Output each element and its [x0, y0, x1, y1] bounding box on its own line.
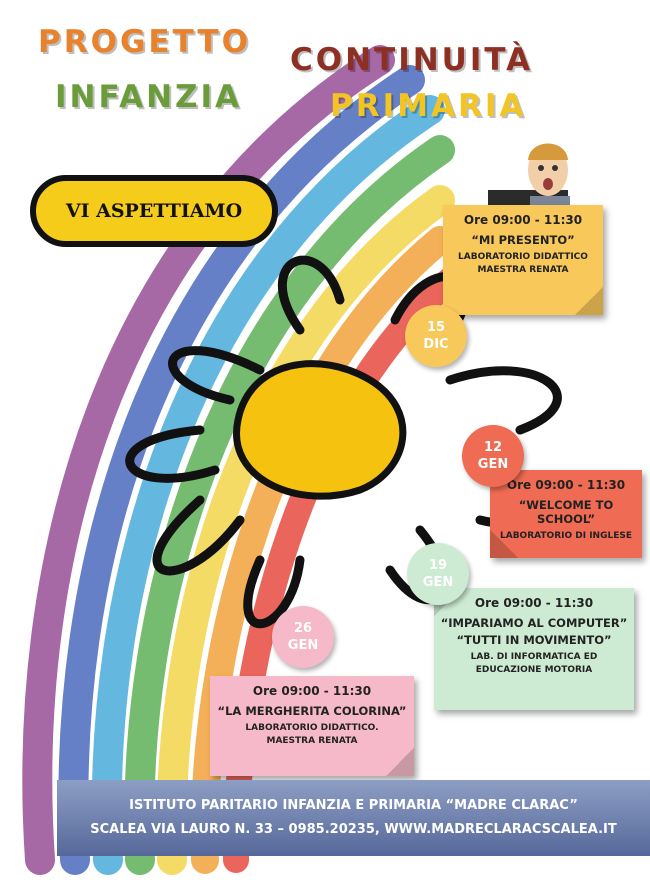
event-note-impariamo-al-computer: Ore 09:00 - 11:30 “IMPARIAMO AL COMPUTER… — [434, 588, 634, 710]
footer-address-contacts: SCALEA VIA LAURO N. 33 – 0985.20235, WWW… — [90, 822, 617, 837]
event-time: Ore 09:00 - 11:30 — [474, 596, 594, 610]
date-month: GEN — [422, 575, 454, 590]
title-progetto: PROGETTO — [38, 24, 251, 60]
event-time: Ore 09:00 - 11:30 — [463, 213, 583, 227]
event-title: “LA MERGHERITA COLORINA” — [217, 704, 407, 718]
date-badge-15-dic: 15 DIC — [405, 305, 467, 367]
flower-center — [233, 360, 407, 500]
date-day: 15 — [426, 320, 446, 335]
date-badge-19-gen: 19 GEN — [407, 543, 469, 605]
event-subtitle: LABORATORIO DIDATTICO. — [245, 723, 379, 733]
event-subtitle: LABORATORIO DIDATTICO — [458, 252, 588, 262]
event-title-2: “TUTTI IN MOVIMENTO” — [456, 633, 612, 647]
event-note-welcome-to-school: Ore 09:00 - 11:30 “WELCOME TO SCHOOL” LA… — [490, 470, 642, 558]
event-subtitle: LABORATORIO DI INGLESE — [500, 531, 632, 541]
event-note-margherita-colorina: Ore 09:00 - 11:30 “LA MERGHERITA COLORIN… — [210, 676, 414, 776]
footer-banner: ISTITUTO PARITARIO INFANZIA E PRIMARIA “… — [57, 780, 650, 856]
date-badge-26-gen: 26 GEN — [272, 606, 334, 668]
title-infanzia: INFANZIA — [55, 79, 243, 115]
title-primaria: PRIMARIA — [330, 88, 527, 124]
rainbow-brush-strokes — [22, 45, 463, 875]
title-continuita: CONTINUITÀ — [290, 42, 534, 78]
date-month: GEN — [477, 457, 509, 472]
event-note-mi-presento: Ore 09:00 - 11:30 “MI PRESENTO” LABORATO… — [443, 205, 603, 315]
event-time: Ore 09:00 - 11:30 — [506, 478, 626, 492]
welcome-badge: VI ASPETTIAMO — [30, 175, 278, 247]
event-teacher: MAESTRA RENATA — [477, 265, 569, 275]
event-subtitle: LAB. DI INFORMATICA ED — [470, 652, 598, 662]
date-month: GEN — [287, 638, 319, 653]
date-day: 26 — [293, 621, 313, 636]
date-month: DIC — [423, 337, 449, 352]
event-time: Ore 09:00 - 11:30 — [252, 684, 372, 698]
date-badge-12-gen: 12 GEN — [462, 425, 524, 487]
event-title: “MI PRESENTO” — [471, 233, 575, 247]
footer-institute-name: ISTITUTO PARITARIO INFANZIA E PRIMARIA “… — [129, 798, 578, 813]
child-with-laptop-picture — [488, 143, 570, 208]
event-subtitle-2: EDUCAZIONE MOTORIA — [475, 665, 593, 675]
event-title: “WELCOME TO SCHOOL” — [518, 498, 614, 526]
event-title: “IMPARIAMO AL COMPUTER” — [440, 616, 628, 630]
event-teacher: MAESTRA RENATA — [266, 736, 358, 746]
date-day: 12 — [483, 440, 503, 455]
date-day: 19 — [428, 558, 448, 573]
